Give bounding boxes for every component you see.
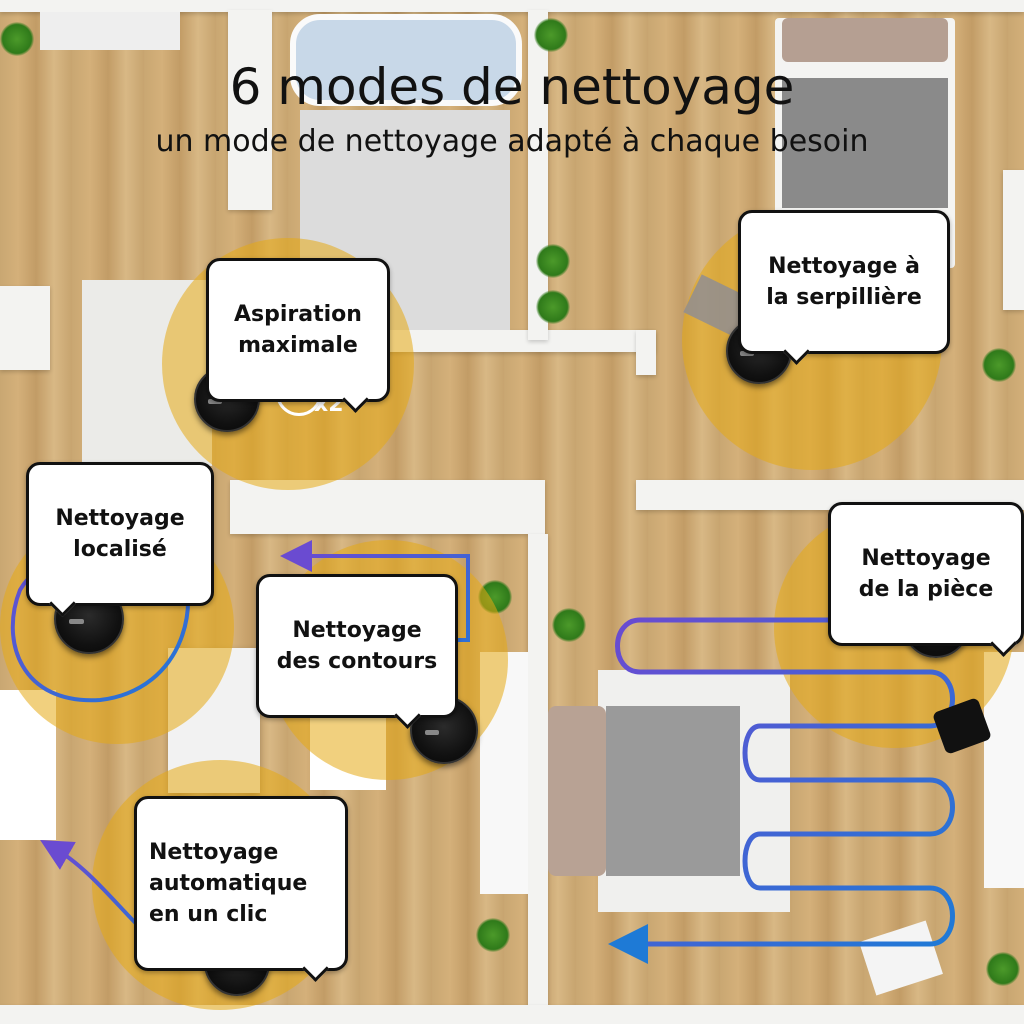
mode-label-mopping: Nettoyage à la serpillière xyxy=(738,210,950,365)
wall xyxy=(228,10,272,210)
plant xyxy=(982,348,1016,382)
bed-top-pillows xyxy=(782,18,948,62)
mode-label-room: Nettoyage de la pièce xyxy=(828,502,1024,657)
mode-label-text: Nettoyage localisé xyxy=(55,506,185,562)
plant xyxy=(536,290,570,324)
mode-label-text: Aspiration maximale xyxy=(234,302,362,358)
room-path xyxy=(608,617,955,964)
mode-label-edge: Nettoyage des contours xyxy=(256,574,458,729)
wall xyxy=(0,286,50,370)
plant xyxy=(552,608,586,642)
bed-bottom-headboard xyxy=(548,706,606,876)
plant xyxy=(536,244,570,278)
plant xyxy=(0,22,34,56)
mode-label-text: Nettoyage automatique en un clic xyxy=(149,840,308,927)
wall xyxy=(0,0,1024,12)
plant xyxy=(534,18,568,52)
wall xyxy=(528,534,548,1024)
mode-label-text: Nettoyage à la serpillière xyxy=(766,254,922,310)
wall xyxy=(636,330,656,375)
wall xyxy=(1003,170,1024,310)
mode-label-text: Nettoyage de la pièce xyxy=(858,546,994,602)
bed-bottom-blanket xyxy=(606,706,740,876)
mode-label-text: Nettoyage des contours xyxy=(276,618,438,674)
plant xyxy=(986,952,1020,986)
page-title: 6 modes de nettoyage xyxy=(229,58,795,116)
mode-label-auto: Nettoyage automatique en un clic xyxy=(134,796,348,982)
plant xyxy=(476,918,510,952)
mode-label-spot: Nettoyage localisé xyxy=(26,462,214,617)
page-subtitle: un mode de nettoyage adapté à chaque bes… xyxy=(155,124,869,159)
sideboard xyxy=(40,12,180,50)
bed-top-blanket xyxy=(782,78,948,208)
wall xyxy=(0,1005,1024,1024)
bathtub xyxy=(290,14,522,106)
mode-label-max-suction: Aspiration maximale xyxy=(206,258,390,413)
